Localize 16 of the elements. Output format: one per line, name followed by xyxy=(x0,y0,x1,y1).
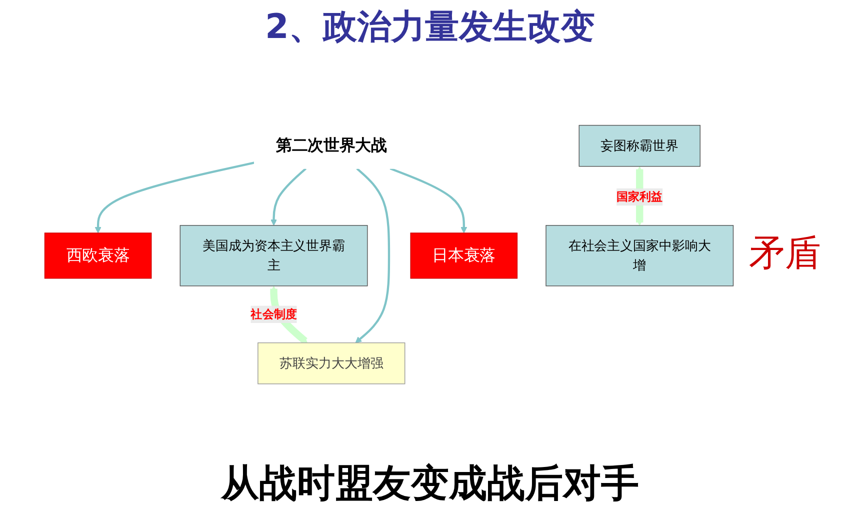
node-box: 美国成为资本主义世界霸主 xyxy=(180,224,368,286)
arrow xyxy=(270,167,307,226)
node-box: 在社会主义国家中影响大增 xyxy=(546,224,734,286)
arrow xyxy=(355,167,390,343)
node-box: 苏联实力大大增强 xyxy=(258,342,406,384)
node-box: 妄图称霸世界 xyxy=(578,124,700,166)
caption: 从战时盟友变成战后对手 xyxy=(220,460,640,507)
note-text: 矛盾 xyxy=(749,232,821,276)
arrow xyxy=(94,161,255,233)
title: 2、政治力量发生改变 xyxy=(264,6,596,48)
node-box: 西欧衰落 xyxy=(44,232,152,278)
arrow xyxy=(390,167,468,233)
edge-label: 社会制度 xyxy=(250,306,297,320)
node-box: 日本衰落 xyxy=(410,232,518,278)
edge-label: 国家利益 xyxy=(616,189,663,203)
node-text: 第二次世界大战 xyxy=(276,136,387,154)
